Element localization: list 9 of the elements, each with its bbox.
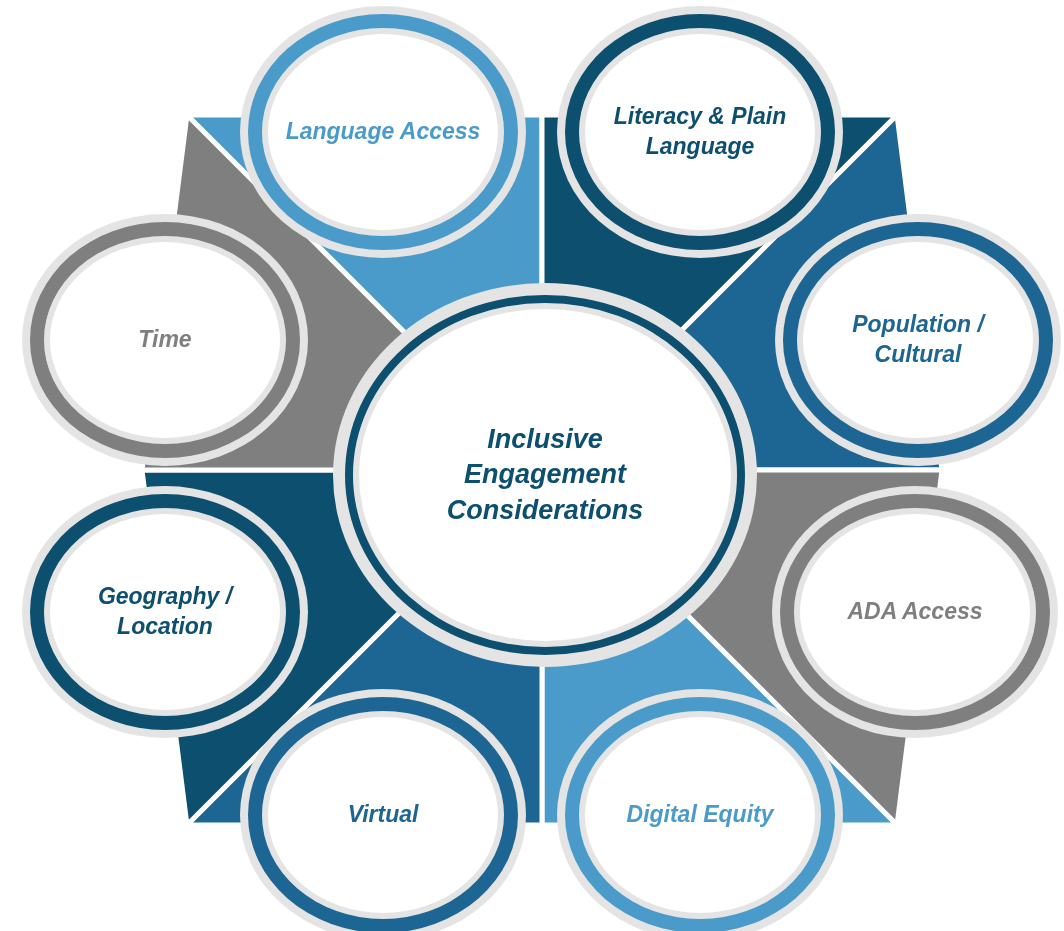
topic-label: Population / Cultural	[851, 310, 987, 369]
center-title: Inclusive Engagement Considerations	[445, 423, 645, 527]
topic-label: Digital Equity	[626, 800, 774, 830]
topic-label: Virtual	[347, 800, 419, 830]
topic-label: Time	[138, 325, 192, 355]
topic-label: Literacy & Plain Language	[612, 102, 788, 161]
topic-label: Language Access	[285, 117, 481, 147]
topic-label: ADA Access	[847, 597, 983, 627]
topic-label: Geography / Location	[96, 582, 235, 641]
